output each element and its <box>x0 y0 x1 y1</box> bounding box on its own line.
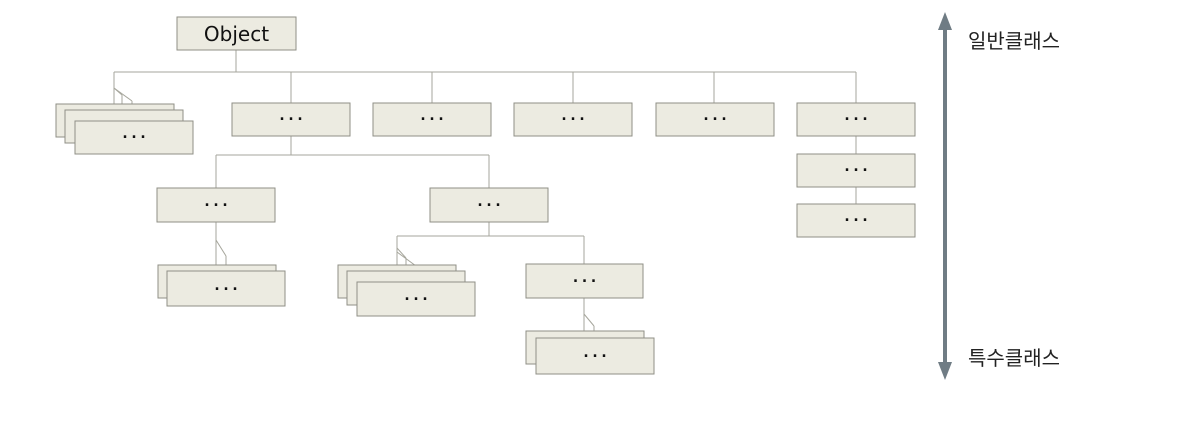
child-node-6-label: ··· <box>842 110 869 128</box>
child-node-2: ··· <box>231 102 351 137</box>
child-node-3: ··· <box>372 102 492 137</box>
connectors <box>113 50 857 338</box>
object-label: Object <box>204 22 269 46</box>
stack-under-left: ··· <box>157 264 286 307</box>
node-584-label: ··· <box>571 272 598 290</box>
stack-bottom: ··· <box>525 330 655 375</box>
grandchild-node-right-label: ··· <box>475 196 502 214</box>
special-class-label: 특수클래스 <box>968 346 1060 370</box>
stack-under-left-label: ··· <box>212 280 239 298</box>
grandchild-node-right: ··· <box>429 187 549 223</box>
general-class-label: 일반클래스 <box>968 29 1060 53</box>
chain-node-2: ··· <box>796 153 916 188</box>
chain-node-2-label: ··· <box>842 161 869 179</box>
node-584: ··· <box>525 263 644 299</box>
arrow-down-icon <box>938 362 952 380</box>
chain-node-3-label: ··· <box>842 211 869 229</box>
stack-bottom-label: ··· <box>581 347 608 365</box>
stack-under-right: ··· <box>337 264 476 317</box>
child-node-3-label: ··· <box>418 110 445 128</box>
child-node-4-label: ··· <box>559 110 586 128</box>
arrow-up-icon <box>938 12 952 30</box>
generality-arrow <box>938 12 952 380</box>
child-node-6: ··· <box>796 102 916 137</box>
child-node-4: ··· <box>513 102 633 137</box>
child-stack-left-label: ··· <box>120 128 147 146</box>
grandchild-node-left-label: ··· <box>202 196 229 214</box>
stack-under-right-label: ··· <box>402 290 429 308</box>
object-node: Object <box>176 16 297 51</box>
child-stack-left: ··· <box>55 103 194 155</box>
child-node-5-label: ··· <box>701 110 728 128</box>
grandchild-node-left: ··· <box>156 187 276 223</box>
child-node-5: ··· <box>655 102 775 137</box>
child-node-2-label: ··· <box>277 110 304 128</box>
chain-node-3: ··· <box>796 203 916 238</box>
